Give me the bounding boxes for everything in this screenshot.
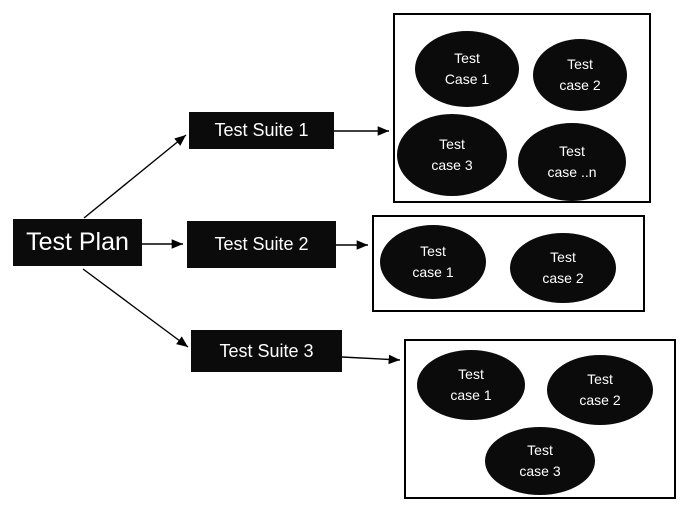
case-label-line1: Test (420, 243, 446, 259)
case-label-line1: Test (567, 56, 593, 72)
test-plan-node: Test Plan (13, 219, 142, 266)
case-label-line1: Test (454, 50, 480, 66)
test-case-ellipse: Test case 2 (547, 355, 653, 425)
case-label-line1: Test (527, 442, 553, 458)
test-case-ellipse: Test case 3 (397, 114, 507, 196)
test-case-ellipse: Test Case 1 (415, 31, 519, 107)
case-label-line1: Test (550, 249, 576, 265)
case-label-line2: case ..n (547, 164, 597, 180)
suite-3-case-group: Test case 1 Test case 2 Test case 3 (404, 339, 676, 499)
case-label-line1: Test (587, 371, 613, 387)
case-label-line2: case 1 (412, 264, 454, 280)
case-label-line2: case 2 (579, 392, 621, 408)
case-label-line1: Test (559, 143, 585, 159)
arrow-plan-to-suite1 (83, 134, 187, 219)
test-suite-2-node: Test Suite 2 (187, 221, 336, 268)
case-label-line1: Test (439, 136, 465, 152)
case-label-line2: case 2 (542, 270, 584, 286)
test-case-ellipse: Test case ..n (518, 123, 626, 201)
test-case-ellipse: Test case 2 (533, 39, 627, 111)
test-suite-3-node: Test Suite 3 (191, 330, 342, 372)
test-case-ellipse: Test case 1 (417, 350, 525, 420)
test-case-ellipse: Test case 2 (510, 233, 616, 303)
case-label-line2: case 3 (519, 463, 561, 479)
test-suite-1-node: Test Suite 1 (189, 112, 334, 149)
case-label-line1: Test (458, 366, 484, 382)
arrow-suite3-to-group3 (341, 354, 401, 365)
suite-2-case-group: Test case 1 Test case 2 (372, 215, 645, 312)
case-label-line2: case 3 (431, 157, 473, 173)
test-case-ellipse: Test case 1 (380, 225, 486, 299)
test-case-ellipse: Test case 3 (485, 427, 595, 495)
arrow-plan-to-suite3 (82, 268, 189, 348)
case-label-line2: case 1 (450, 387, 492, 403)
suite-1-case-group: Test Case 1 Test case 2 Test case 3 Test… (393, 13, 651, 203)
case-label-line2: Case 1 (444, 71, 490, 87)
case-label-line2: case 2 (559, 77, 601, 93)
